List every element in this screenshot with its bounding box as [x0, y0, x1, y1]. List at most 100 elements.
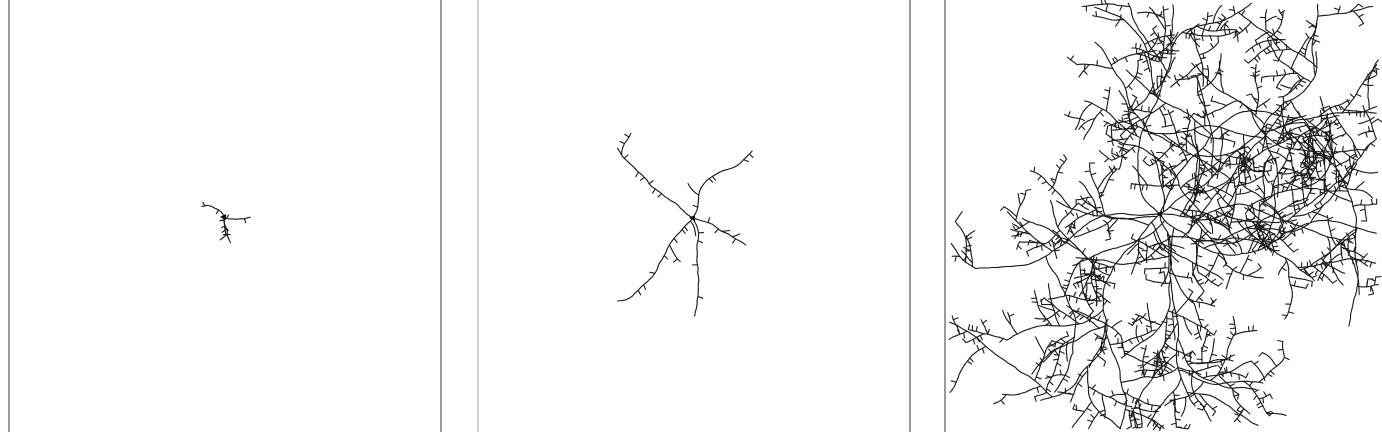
side-branch-segment [1250, 93, 1254, 99]
side-branch-segment [1059, 345, 1065, 348]
side-branch-segment [1287, 87, 1293, 89]
twig-segment [1056, 164, 1061, 170]
side-branch-segment [1162, 64, 1166, 70]
side-branch-segment [1196, 244, 1199, 250]
side-branch-segment [1055, 307, 1061, 312]
side-branch-segment [1298, 80, 1302, 85]
branch-segment [1245, 252, 1251, 254]
side-branch-segment [1216, 7, 1220, 13]
side-branch-segment [1136, 377, 1142, 380]
side-branch-segment [1283, 85, 1289, 89]
side-branch-segment [1160, 76, 1162, 82]
branch-segment [1089, 360, 1094, 365]
side-branch-segment [1128, 54, 1134, 57]
twig-segment [1281, 314, 1288, 317]
side-branch-segment [1322, 215, 1328, 218]
side-branch-segment [1178, 285, 1182, 290]
side-branch-segment [1214, 137, 1221, 140]
side-branch-segment [1228, 237, 1235, 239]
side-branch-segment [1137, 116, 1142, 121]
side-branch-segment [1213, 14, 1216, 20]
branch-segment [707, 222, 713, 225]
divider-3 [909, 0, 911, 432]
side-branch-segment [1148, 11, 1154, 14]
twig-segment [1099, 111, 1104, 117]
side-branch-segment [1146, 88, 1151, 93]
side-branch-segment [1362, 149, 1366, 154]
side-branch-segment [1127, 107, 1130, 113]
side-branch-segment [1355, 227, 1358, 233]
branch-segment [652, 272, 656, 278]
branch-segment [1314, 70, 1317, 76]
side-branch-segment [1352, 6, 1357, 11]
twig-segment [1064, 209, 1069, 216]
side-branch-segment [1121, 80, 1125, 86]
twig-segment [1320, 117, 1327, 120]
twig-segment [657, 193, 663, 198]
twig-segment [1146, 11, 1150, 18]
side-branch-segment [1200, 87, 1205, 91]
side-branch-segment [1231, 232, 1237, 236]
side-branch-segment [1353, 262, 1356, 268]
twig-segment [1198, 296, 1204, 302]
side-branch-segment [1206, 65, 1209, 71]
twig-segment [1218, 167, 1224, 172]
twig-segment [1108, 178, 1115, 181]
side-branch-segment [1334, 115, 1339, 121]
side-branch-segment [1153, 51, 1158, 56]
side-branch-segment [1301, 286, 1307, 289]
side-branch-segment [1124, 243, 1130, 246]
branch-segment [1274, 238, 1279, 242]
side-branch-segment [1259, 102, 1264, 107]
side-branch-segment [1108, 86, 1111, 92]
side-branch-segment [1163, 372, 1169, 376]
branch-segment [726, 167, 732, 171]
side-branch-segment [1216, 199, 1220, 205]
branch-segment [1277, 235, 1282, 240]
twig-segment [1298, 126, 1302, 133]
side-branch-segment [1220, 221, 1226, 225]
branch-segment [1295, 226, 1300, 230]
branch-segment [1165, 195, 1169, 200]
branch-segment [1308, 228, 1314, 232]
side-branch-segment [1369, 119, 1372, 125]
twig-segment [1092, 269, 1096, 275]
side-branch-segment [1284, 63, 1289, 67]
twig-segment [1331, 171, 1337, 176]
side-branch-segment [1073, 390, 1076, 396]
side-branch-segment [1094, 6, 1100, 10]
twig-segment [1265, 127, 1272, 130]
side-branch-segment [1096, 410, 1100, 416]
twig-segment [1339, 259, 1344, 266]
side-branch-segment [1070, 228, 1074, 234]
side-branch-segment [1331, 256, 1336, 261]
side-branch-segment [1272, 186, 1275, 192]
branch-segment [733, 164, 739, 168]
side-branch-segment [1191, 139, 1194, 145]
twig-segment [1178, 74, 1184, 79]
twig-segment [1293, 280, 1297, 287]
branch-segment [1371, 231, 1377, 234]
side-branch-segment [1103, 222, 1109, 227]
side-branch-segment [1167, 109, 1170, 115]
side-branch-segment [1218, 203, 1221, 208]
side-branch-segment [1294, 119, 1300, 122]
twig-segment [1137, 364, 1144, 367]
side-branch-segment [1292, 117, 1298, 120]
side-branch-segment [1282, 220, 1285, 226]
side-branch-segment [1139, 376, 1145, 379]
side-branch-segment [1314, 136, 1318, 141]
twig-segment [707, 217, 710, 224]
side-branch-segment [1337, 118, 1340, 124]
side-branch-segment [1091, 102, 1097, 106]
side-branch-segment [1219, 57, 1222, 63]
twig-segment [1158, 246, 1163, 252]
side-branch-segment [1268, 145, 1274, 149]
side-branch-segment [1326, 263, 1331, 267]
side-branch-segment [1105, 395, 1111, 398]
twig-segment [1210, 95, 1214, 102]
twig-segment [663, 255, 669, 260]
twig-segment [1253, 97, 1259, 101]
side-branch-segment [1331, 238, 1335, 244]
side-branch-segment [725, 229, 731, 232]
